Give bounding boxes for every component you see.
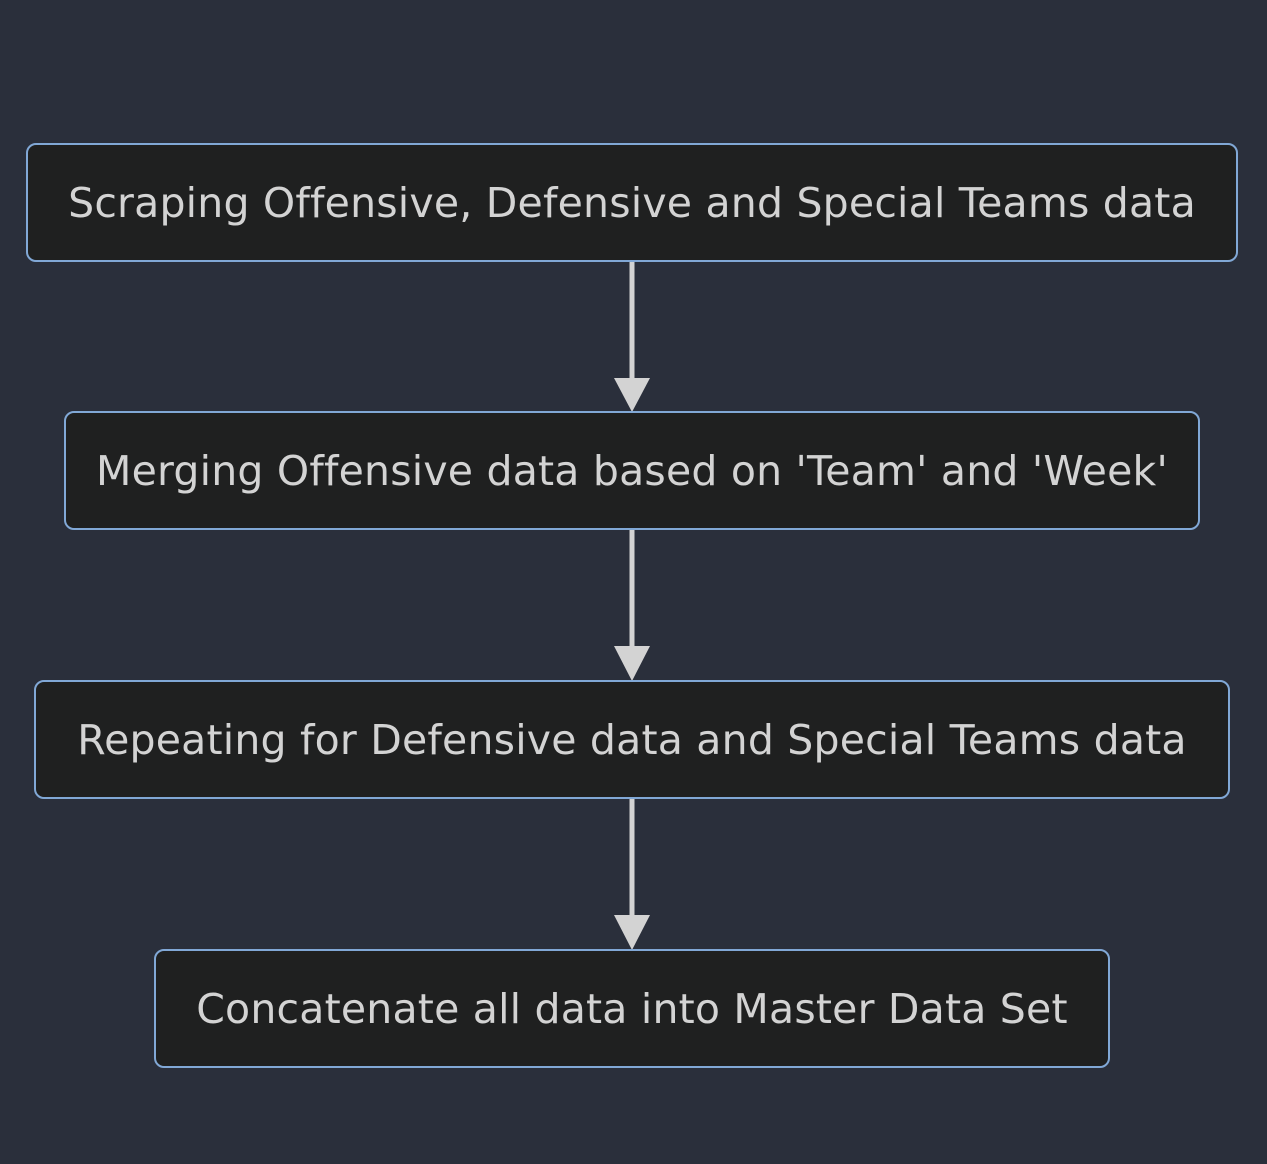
- node-merging-offensive-data: Merging Offensive data based on 'Team' a…: [64, 411, 1200, 530]
- edge-n1-n2: [614, 262, 650, 412]
- node-concatenate-master: Concatenate all data into Master Data Se…: [154, 949, 1110, 1068]
- node-label: Concatenate all data into Master Data Se…: [196, 984, 1068, 1033]
- arrowhead-icon: [614, 646, 650, 681]
- node-repeating-defensive-special: Repeating for Defensive data and Special…: [34, 680, 1230, 799]
- node-scraping-data: Scraping Offensive, Defensive and Specia…: [26, 143, 1238, 262]
- edge-n2-n3: [614, 530, 650, 681]
- node-label: Repeating for Defensive data and Special…: [77, 715, 1187, 764]
- edge-n3-n4: [614, 799, 650, 950]
- arrowhead-icon: [614, 378, 650, 412]
- arrowhead-icon: [614, 915, 650, 950]
- node-label: Scraping Offensive, Defensive and Specia…: [68, 178, 1196, 227]
- node-label: Merging Offensive data based on 'Team' a…: [96, 446, 1168, 495]
